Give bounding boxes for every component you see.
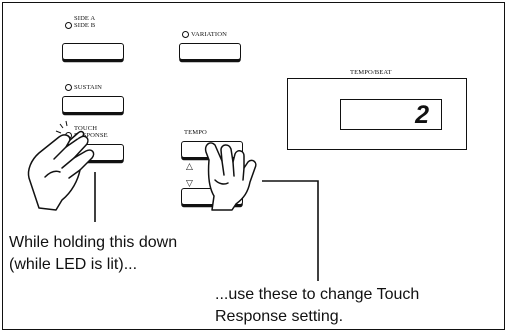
variation-button[interactable] (179, 43, 241, 60)
sustain-button[interactable] (62, 96, 124, 113)
tempo-beat-display: 2 (287, 78, 467, 150)
sustain-label: SUSTAIN (74, 84, 103, 91)
side-a-label: SIDE A (74, 15, 96, 22)
caption-left-line2: (while LED is lit)... (9, 256, 138, 273)
tempo-beat-label: TEMPO/BEAT (350, 69, 392, 76)
caption-left-line1: While holding this down (9, 234, 178, 251)
touch-label: TOUCH (74, 125, 98, 132)
side-button[interactable] (62, 43, 124, 60)
sustain-led (65, 84, 72, 91)
side-led (65, 22, 72, 29)
leader-line-tempo (262, 180, 319, 281)
leader-lines (94, 172, 319, 281)
tempo-down-arrow-icon: ▽ (186, 178, 194, 188)
display-value: 2 (415, 101, 429, 129)
tempo-label: TEMPO (184, 129, 207, 136)
left-hand-icon (27, 130, 95, 211)
tempo-up-arrow-icon: △ (186, 161, 194, 171)
led-lit-rays-icon (55, 120, 68, 134)
right-hand-icon (204, 142, 257, 211)
variation-label: VARIATION (191, 31, 227, 38)
response-label: RESPONSE (74, 132, 108, 139)
variation-led (182, 31, 189, 38)
tempo-beat-readout: 2 (340, 99, 442, 130)
caption-right-line2: Response setting. (215, 308, 344, 325)
caption-right-line1: ...use these to change Touch (215, 286, 420, 303)
side-b-label: SIDE B (74, 22, 96, 29)
